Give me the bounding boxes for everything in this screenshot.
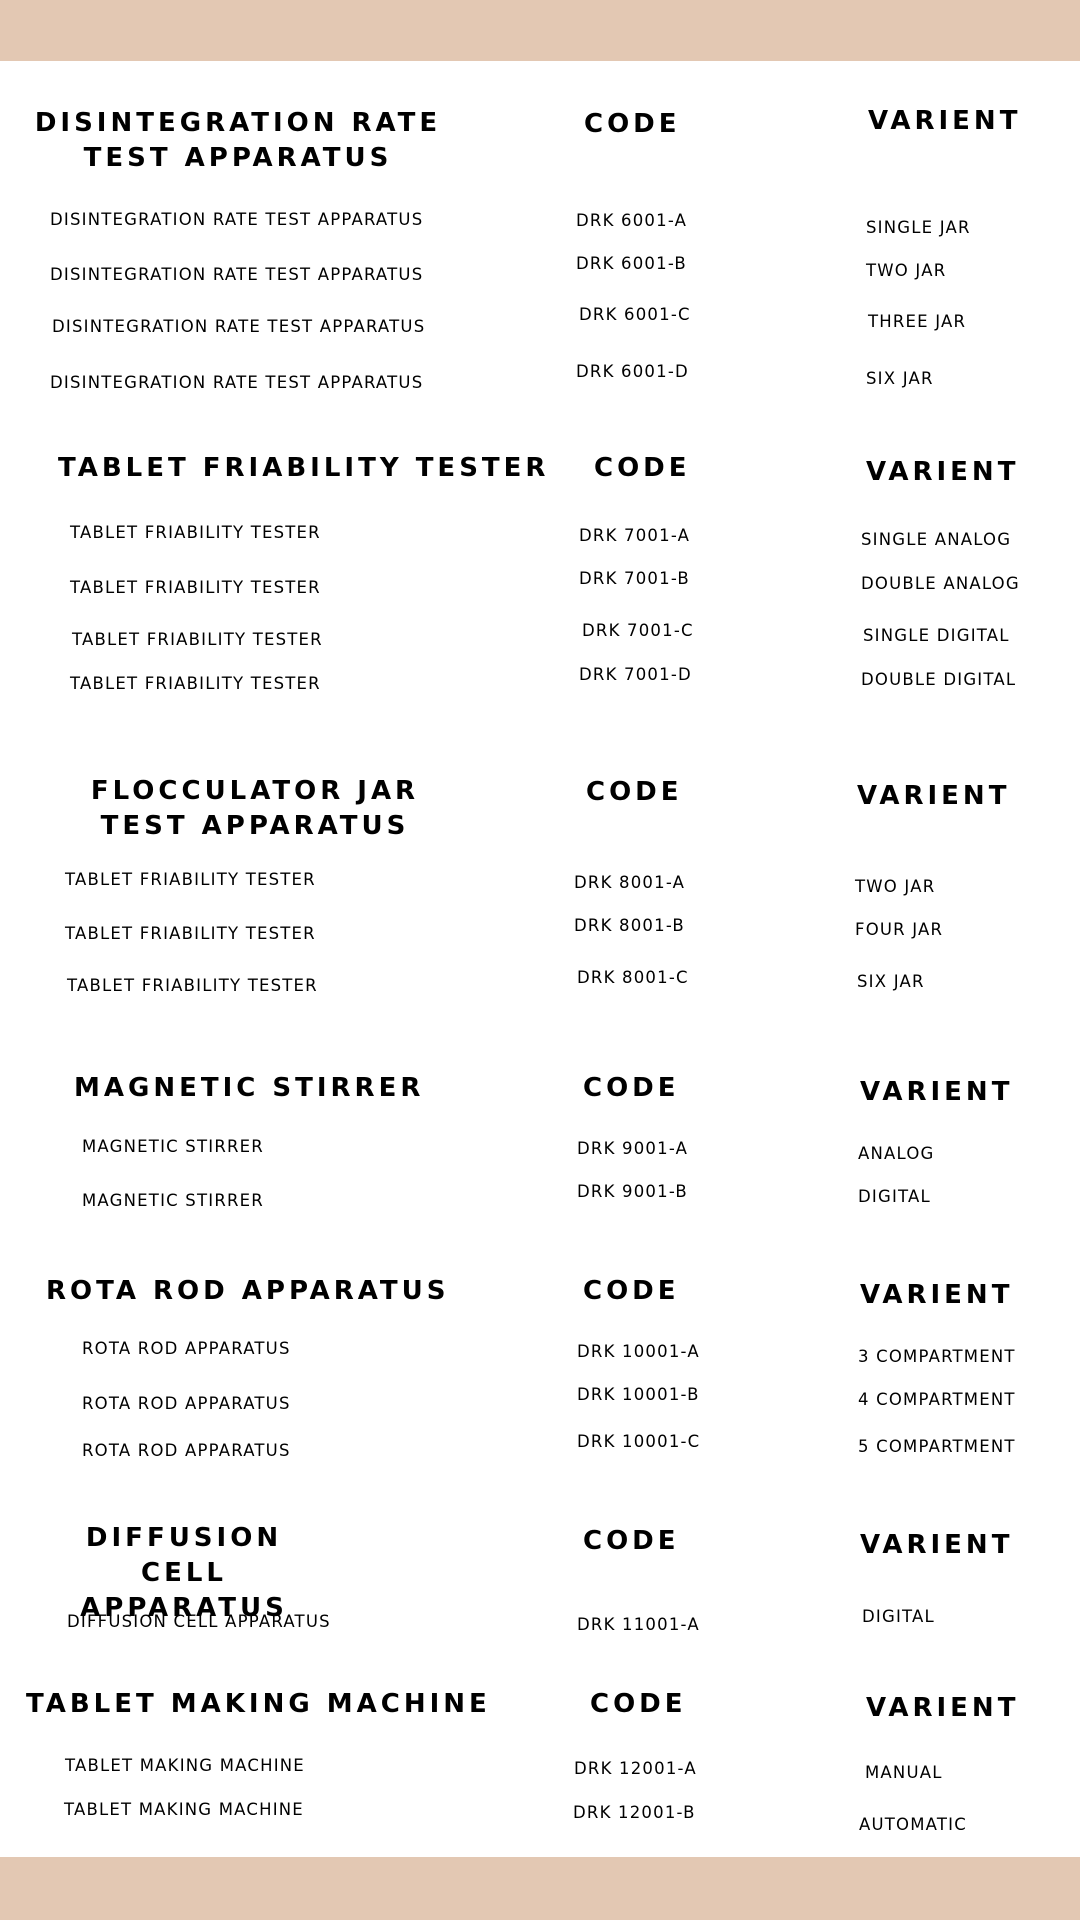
product-name: ROTA ROD APPARATUS bbox=[82, 1441, 291, 1460]
product-name: TABLET FRIABILITY TESTER bbox=[70, 578, 321, 597]
section-title: MAGNETIC STIRRER bbox=[74, 1073, 425, 1103]
product-name: DISINTEGRATION RATE TEST APPARATUS bbox=[50, 210, 424, 229]
variant-column-header: VARIENT bbox=[868, 106, 1022, 136]
section-title: FLOCCULATOR JAR TEST APPARATUS bbox=[90, 776, 420, 841]
product-variant: SINGLE ANALOG bbox=[861, 530, 1012, 549]
product-code: DRK 8001-A bbox=[574, 873, 686, 892]
code-column-header: CODE bbox=[583, 1276, 680, 1306]
product-code: DRK 8001-C bbox=[577, 968, 689, 987]
product-code: DRK 7001-A bbox=[579, 526, 691, 545]
product-variant: MANUAL bbox=[865, 1763, 943, 1782]
product-name: TABLET MAKING MACHINE bbox=[64, 1800, 304, 1819]
product-name: ROTA ROD APPARATUS bbox=[82, 1394, 291, 1413]
product-variant: ANALOG bbox=[858, 1144, 935, 1163]
product-code: DRK 6001-C bbox=[579, 305, 691, 324]
product-name: TABLET FRIABILITY TESTER bbox=[67, 976, 318, 995]
product-name: ROTA ROD APPARATUS bbox=[82, 1339, 291, 1358]
product-name: DIFFUSION CELL APPARATUS bbox=[67, 1612, 331, 1631]
product-code: DRK 6001-D bbox=[576, 362, 689, 381]
product-code: DRK 10001-A bbox=[577, 1342, 700, 1361]
product-name: TABLET FRIABILITY TESTER bbox=[65, 870, 316, 889]
product-name: TABLET FRIABILITY TESTER bbox=[70, 674, 321, 693]
product-name: MAGNETIC STIRRER bbox=[82, 1191, 264, 1210]
product-code: DRK 9001-A bbox=[577, 1139, 689, 1158]
code-column-header: CODE bbox=[584, 109, 681, 139]
product-variant: SIX JAR bbox=[866, 369, 934, 388]
section-title: TABLET FRIABILITY TESTER bbox=[58, 453, 550, 483]
product-code: DRK 10001-B bbox=[577, 1385, 700, 1404]
section-title: DIFFUSION CELL APPARATUS bbox=[80, 1523, 288, 1623]
variant-column-header: VARIENT bbox=[860, 1077, 1014, 1107]
section-title: ROTA ROD APPARATUS bbox=[46, 1276, 450, 1306]
variant-column-header: VARIENT bbox=[866, 1693, 1020, 1723]
product-variant: 4 COMPARTMENT bbox=[858, 1390, 1016, 1409]
product-variant: SINGLE DIGITAL bbox=[863, 626, 1010, 645]
product-code: DRK 8001-B bbox=[574, 916, 685, 935]
variant-column-header: VARIENT bbox=[866, 457, 1020, 487]
product-code: DRK 7001-C bbox=[582, 621, 694, 640]
product-variant: DOUBLE DIGITAL bbox=[861, 670, 1017, 689]
product-variant: DOUBLE ANALOG bbox=[861, 574, 1020, 593]
product-name: DISINTEGRATION RATE TEST APPARATUS bbox=[50, 265, 424, 284]
product-variant: SIX JAR bbox=[857, 972, 925, 991]
code-column-header: CODE bbox=[583, 1526, 680, 1556]
product-variant: DIGITAL bbox=[858, 1187, 931, 1206]
variant-column-header: VARIENT bbox=[860, 1530, 1014, 1560]
code-column-header: CODE bbox=[586, 777, 683, 807]
product-name: MAGNETIC STIRRER bbox=[82, 1137, 264, 1156]
product-code: DRK 12001-A bbox=[574, 1759, 697, 1778]
product-code: DRK 11001-A bbox=[577, 1615, 700, 1634]
product-variant: FOUR JAR bbox=[855, 920, 944, 939]
bottom-band bbox=[0, 1857, 1080, 1920]
code-column-header: CODE bbox=[594, 453, 691, 483]
product-name: DISINTEGRATION RATE TEST APPARATUS bbox=[52, 317, 426, 336]
product-code: DRK 7001-D bbox=[579, 665, 692, 684]
product-name: TABLET FRIABILITY TESTER bbox=[72, 630, 323, 649]
section-title: DISINTEGRATION RATE TEST APPARATUS bbox=[34, 108, 442, 173]
product-variant: TWO JAR bbox=[855, 877, 936, 896]
code-column-header: CODE bbox=[590, 1689, 687, 1719]
product-variant: 3 COMPARTMENT bbox=[858, 1347, 1016, 1366]
top-band bbox=[0, 0, 1080, 61]
section-title: TABLET MAKING MACHINE bbox=[26, 1689, 491, 1719]
product-name: TABLET MAKING MACHINE bbox=[65, 1756, 305, 1775]
code-column-header: CODE bbox=[583, 1073, 680, 1103]
product-variant: SINGLE JAR bbox=[866, 218, 971, 237]
product-variant: DIGITAL bbox=[862, 1607, 935, 1626]
product-code: DRK 10001-C bbox=[577, 1432, 701, 1451]
product-code: DRK 12001-B bbox=[573, 1803, 696, 1822]
product-code: DRK 6001-B bbox=[576, 254, 687, 273]
variant-column-header: VARIENT bbox=[857, 781, 1011, 811]
product-code: DRK 7001-B bbox=[579, 569, 690, 588]
product-name: DISINTEGRATION RATE TEST APPARATUS bbox=[50, 373, 424, 392]
product-code: DRK 9001-B bbox=[577, 1182, 688, 1201]
product-variant: TWO JAR bbox=[866, 261, 947, 280]
product-code: DRK 6001-A bbox=[576, 211, 688, 230]
product-variant: THREE JAR bbox=[868, 312, 967, 331]
product-name: TABLET FRIABILITY TESTER bbox=[65, 924, 316, 943]
product-variant: 5 COMPARTMENT bbox=[858, 1437, 1016, 1456]
product-variant: AUTOMATIC bbox=[859, 1815, 967, 1834]
variant-column-header: VARIENT bbox=[860, 1280, 1014, 1310]
product-name: TABLET FRIABILITY TESTER bbox=[70, 523, 321, 542]
